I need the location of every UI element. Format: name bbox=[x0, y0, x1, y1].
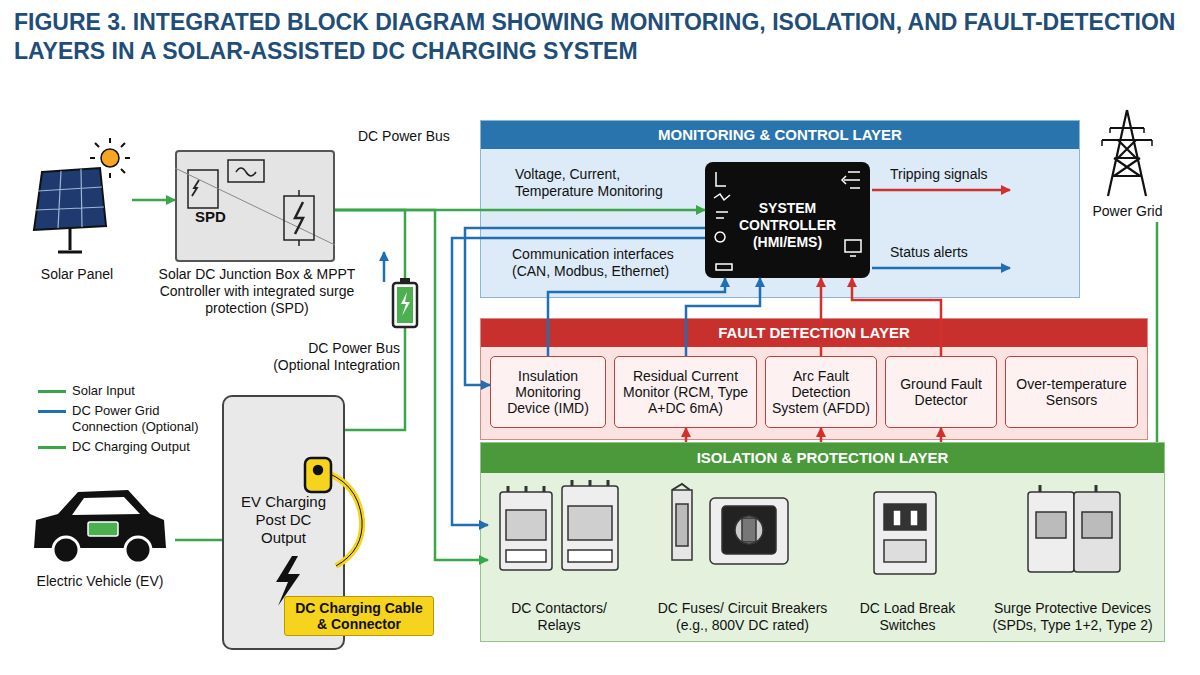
legend-swatch bbox=[38, 410, 66, 413]
connector bbox=[175, 539, 222, 542]
annotation-label: DC Power Bus (Optional Integration bbox=[248, 340, 400, 374]
fault-box: Over-temperature Sensors bbox=[1005, 356, 1138, 428]
annotation-label: Communication interfaces (CAN, Modbus, E… bbox=[512, 246, 702, 280]
load-break-switch-icon bbox=[874, 492, 936, 574]
annotation-label: Status alerts bbox=[890, 244, 1030, 260]
fault-box: Insulation Monitoring Device (IMD) bbox=[490, 356, 606, 428]
fault-box: Residual Current Monitor (RCM, Type A+DC… bbox=[614, 356, 757, 428]
power-grid: Power Grid bbox=[1080, 104, 1175, 222]
power-tower-icon bbox=[1102, 110, 1152, 196]
node-text: DC Fuses/ Circuit Breakers (e.g., 800V D… bbox=[650, 600, 835, 634]
fault-box: Ground Fault Detector bbox=[885, 356, 997, 428]
connector bbox=[1156, 222, 1159, 442]
solar-panel-icon bbox=[34, 168, 106, 252]
node-text: SYSTEM CONTROLLER (HMI/EMS) bbox=[735, 200, 840, 251]
annotation-label: DC Power Bus bbox=[358, 128, 488, 144]
status-arrow bbox=[872, 267, 1010, 270]
node-text: Insulation Monitoring Device (IMD) bbox=[491, 368, 605, 416]
car-icon bbox=[34, 490, 166, 563]
node-text: Electric Vehicle (EV) bbox=[25, 573, 175, 590]
layer-band: FAULT DETECTION LAYER Insulation Monitori… bbox=[480, 318, 1148, 440]
fault-box: Arc Fault Detection System (AFDD) bbox=[765, 356, 877, 428]
node-text: Surge Protective Devices (SPDs, Type 1+2… bbox=[985, 600, 1160, 634]
node-text: SPD bbox=[195, 208, 226, 225]
connector bbox=[820, 428, 823, 442]
node-text: FAULT DETECTION LAYER bbox=[712, 324, 916, 342]
legend-swatch bbox=[38, 446, 66, 449]
connector bbox=[940, 428, 943, 442]
connector bbox=[132, 199, 175, 202]
node-text: Power Grid bbox=[1080, 203, 1175, 220]
node-text: DC Load Break Switches bbox=[845, 600, 970, 634]
cable-label: DC Charging Cable & Connector bbox=[284, 596, 434, 636]
node-text: Solar Panel bbox=[22, 266, 132, 283]
node-text: Arc Fault Detection System (AFDD) bbox=[766, 368, 876, 416]
spd-icons bbox=[1028, 485, 1120, 572]
node-text: MONITORING & CONTROL LAYER bbox=[652, 126, 908, 144]
legend-row: DC Charging Output bbox=[38, 439, 218, 455]
annotation-label: Tripping signals bbox=[890, 166, 1030, 182]
legend-text: DC Power Grid Connection (Optional) bbox=[72, 403, 212, 435]
node-text: Solar DC Junction Box & MPPT Controller … bbox=[157, 266, 357, 317]
node-text: Ground Fault Detector bbox=[886, 376, 996, 408]
legend-text: DC Charging Output bbox=[72, 439, 212, 455]
node-text: Over-temperature Sensors bbox=[1006, 376, 1137, 408]
legend-swatch bbox=[38, 390, 66, 393]
figure-title: FIGURE 3. INTEGRATED BLOCK DIAGRAM SHOWI… bbox=[14, 8, 1184, 66]
connector bbox=[820, 278, 823, 356]
tripping-arrow bbox=[872, 189, 1010, 192]
annotation-label: Voltage, Current, Temperature Monitoring bbox=[515, 166, 700, 200]
node-text: DC Contactors/ Relays bbox=[488, 600, 630, 634]
legend-row: Solar Input bbox=[38, 383, 218, 399]
connector bbox=[685, 428, 688, 442]
legend-row: DC Power Grid Connection (Optional) bbox=[38, 403, 218, 435]
node-text: EV Charging Post DC Output bbox=[232, 493, 335, 547]
legend-text: Solar Input bbox=[72, 383, 212, 399]
node-text: DC Charging Cable & Connector bbox=[289, 600, 429, 632]
node-text: ISOLATION & PROTECTION LAYER bbox=[691, 449, 955, 467]
battery-icon bbox=[384, 252, 417, 327]
node-text: Residual Current Monitor (RCM, Type A+DC… bbox=[615, 368, 756, 416]
